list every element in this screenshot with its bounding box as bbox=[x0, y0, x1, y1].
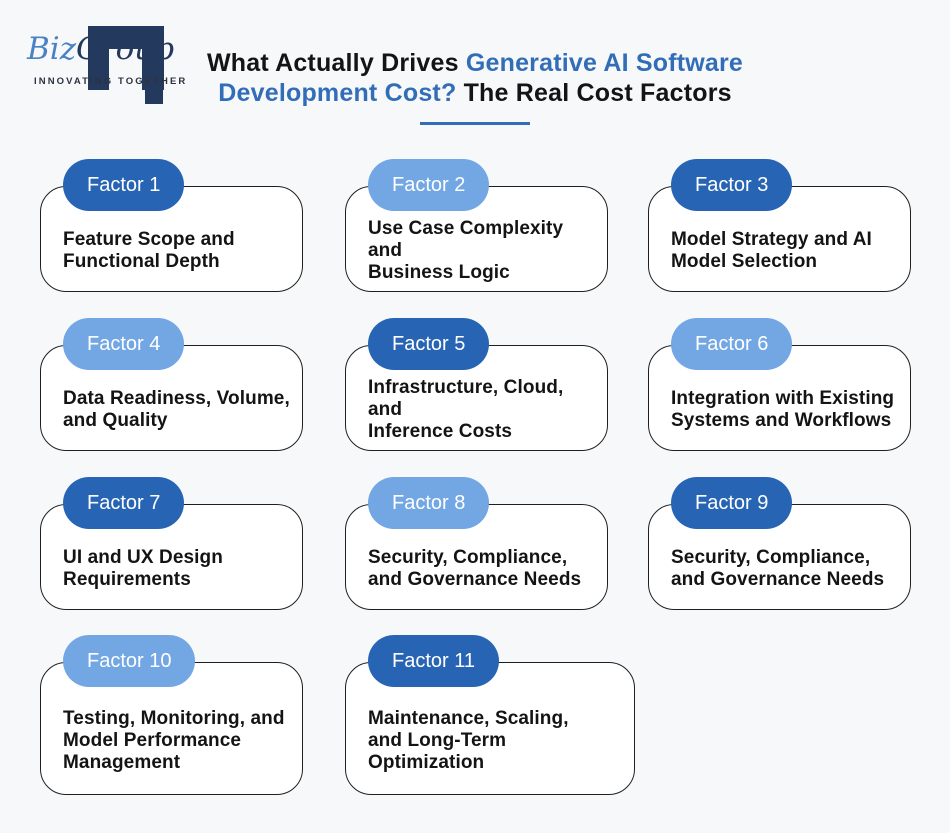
title-part-dark-2: The Real Cost Factors bbox=[463, 79, 732, 107]
factor-badge-11: Factor 11 bbox=[368, 635, 499, 687]
factor-card-5: Factor 5 Infrastructure, Cloud, and Infe… bbox=[345, 318, 608, 451]
title-underline bbox=[420, 122, 530, 125]
factor-badge-3: Factor 3 bbox=[671, 159, 793, 211]
factor-card-7: Factor 7 UI and UX Design Requirements bbox=[40, 477, 303, 610]
factor-title-10: Testing, Monitoring, and Model Performan… bbox=[63, 707, 285, 773]
factor-card-4: Factor 4 Data Readiness, Volume, and Qua… bbox=[40, 318, 303, 451]
factor-title-11: Maintenance, Scaling, and Long-Term Opti… bbox=[368, 707, 569, 773]
brand-tagline: INNOVATING TOGETHER bbox=[34, 76, 188, 87]
page-title: What Actually Drives Generative AI Softw… bbox=[165, 48, 785, 108]
factor-badge-8: Factor 8 bbox=[368, 477, 490, 529]
factor-badge-7: Factor 7 bbox=[63, 477, 185, 529]
logo-bracket-icon bbox=[25, 12, 195, 108]
factor-title-6: Integration with Existing Systems and Wo… bbox=[671, 388, 895, 431]
factor-card-9: Factor 9 Security, Compliance, and Gover… bbox=[648, 477, 911, 610]
factor-card-1: Factor 1 Feature Scope and Functional De… bbox=[40, 159, 303, 292]
factor-card-2: Factor 2 Use Case Complexity and Busines… bbox=[345, 159, 608, 292]
title-part-dark-1: What Actually Drives bbox=[206, 49, 466, 77]
factor-card-10: Factor 10 Testing, Monitoring, and Model… bbox=[40, 635, 303, 795]
brand-logo: BizGroup INNOVATING TOGETHER bbox=[25, 12, 195, 108]
factor-title-3: Model Strategy and AI Model Selection bbox=[671, 229, 872, 272]
title-block: What Actually Drives Generative AI Softw… bbox=[165, 48, 785, 125]
factor-card-3: Factor 3 Model Strategy and AI Model Sel… bbox=[648, 159, 911, 292]
factor-badge-4: Factor 4 bbox=[63, 318, 185, 370]
factor-card-11: Factor 11 Maintenance, Scaling, and Long… bbox=[345, 635, 635, 795]
factor-card-8: Factor 8 Security, Compliance, and Gover… bbox=[345, 477, 608, 610]
factor-badge-5: Factor 5 bbox=[368, 318, 490, 370]
factor-badge-6: Factor 6 bbox=[671, 318, 793, 370]
factor-badge-9: Factor 9 bbox=[671, 477, 793, 529]
title-part-blue-1: Generative AI Software bbox=[465, 49, 744, 77]
factor-badge-10: Factor 10 bbox=[63, 635, 196, 687]
brand-name: BizGroup bbox=[27, 32, 174, 66]
factor-card-6: Factor 6 Integration with Existing Syste… bbox=[648, 318, 911, 451]
factor-title-7: UI and UX Design Requirements bbox=[63, 547, 223, 590]
title-part-blue-2: Development Cost? bbox=[218, 79, 464, 107]
brand-name-biz: Biz bbox=[27, 31, 77, 67]
factor-badge-1: Factor 1 bbox=[63, 159, 185, 211]
factor-title-2: Use Case Complexity and Business Logic bbox=[368, 218, 564, 283]
factor-title-9: Security, Compliance, and Governance Nee… bbox=[671, 547, 885, 590]
factor-title-4: Data Readiness, Volume, and Quality bbox=[63, 388, 290, 431]
factor-title-1: Feature Scope and Functional Depth bbox=[63, 229, 235, 272]
factor-badge-2: Factor 2 bbox=[368, 159, 490, 211]
factor-title-8: Security, Compliance, and Governance Nee… bbox=[368, 547, 582, 590]
factor-title-5: Infrastructure, Cloud, and Inference Cos… bbox=[368, 377, 564, 442]
brand-name-group: Group bbox=[76, 31, 175, 67]
